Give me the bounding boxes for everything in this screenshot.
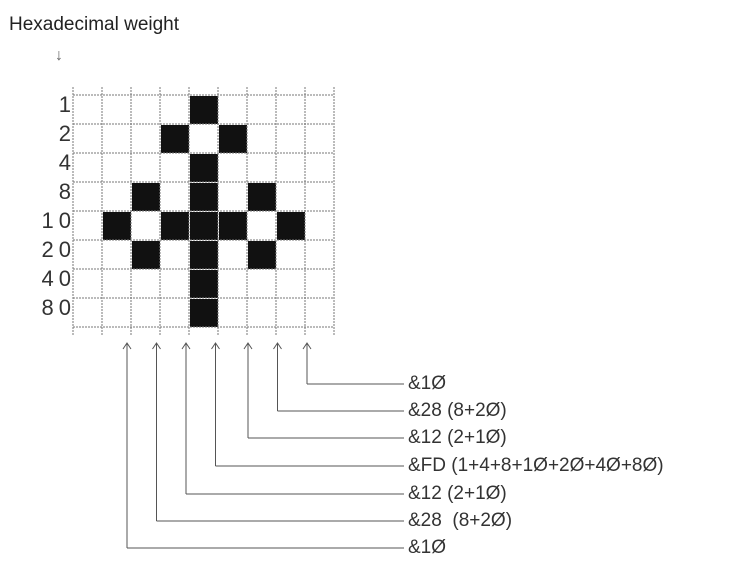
filled-cell — [277, 212, 305, 240]
filled-cell — [248, 183, 276, 211]
column-code: &12 (2+1Ø) — [408, 483, 507, 505]
column-code: &28 (8+2Ø) — [408, 510, 512, 532]
filled-cell — [132, 241, 160, 269]
column-code: &28 (8+2Ø) — [408, 400, 507, 422]
filled-cell — [248, 241, 276, 269]
filled-cell — [132, 183, 160, 211]
filled-cell — [190, 183, 218, 211]
column-code: &FD (1+4+8+1Ø+2Ø+4Ø+8Ø) — [408, 455, 664, 477]
filled-cell — [190, 270, 218, 298]
filled-cell — [161, 212, 189, 240]
filled-cell — [190, 299, 218, 327]
column-code: &1Ø — [408, 373, 446, 395]
filled-cell — [103, 212, 131, 240]
filled-cell — [219, 125, 247, 153]
filled-cell — [190, 154, 218, 182]
filled-cell — [190, 212, 218, 240]
filled-cell — [161, 125, 189, 153]
column-code: &12 (2+1Ø) — [408, 427, 507, 449]
filled-cell — [190, 241, 218, 269]
filled-cell — [190, 96, 218, 124]
column-code: &1Ø — [408, 537, 446, 559]
filled-cell — [219, 212, 247, 240]
